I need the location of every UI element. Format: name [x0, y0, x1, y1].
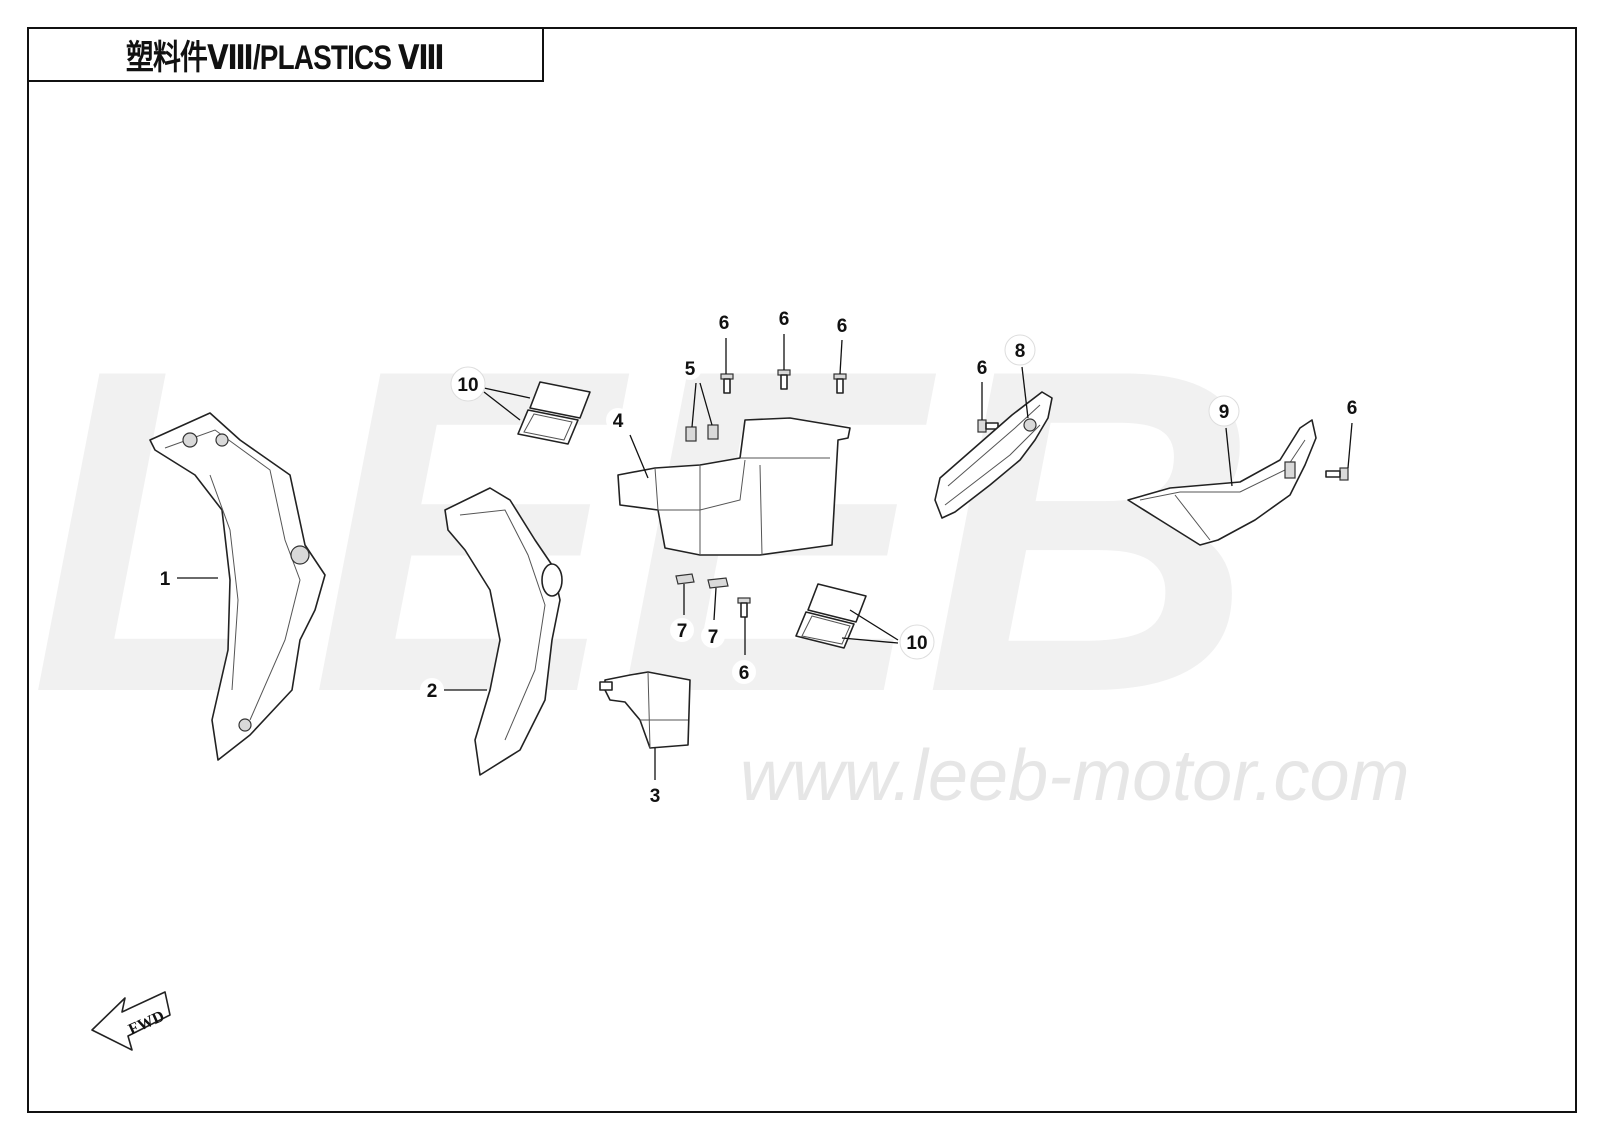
callout-10a: 10	[450, 366, 486, 402]
callout-6b: 6	[772, 306, 796, 330]
leader-lines	[177, 334, 1353, 780]
callout-9: 9	[1208, 395, 1240, 427]
svg-text:6: 6	[1347, 398, 1358, 419]
page-title: 塑料件Ⅷ/PLASTICS Ⅷ	[126, 38, 445, 77]
svg-text:6: 6	[719, 313, 730, 334]
watermark-url: www.leeb-motor.com	[740, 736, 1410, 816]
fwd-arrow: FWD	[91, 991, 171, 1051]
svg-text:5: 5	[685, 359, 696, 380]
svg-text:8: 8	[1015, 341, 1026, 362]
diagram-border	[27, 27, 1577, 1113]
callout-8: 8	[1004, 334, 1036, 366]
callout-6f: 6	[1340, 395, 1364, 419]
svg-text:6: 6	[977, 358, 988, 379]
callout-7b: 7	[701, 624, 725, 648]
part-6-screws	[720, 369, 1349, 618]
part-5-clips	[685, 424, 719, 442]
svg-text:10: 10	[906, 633, 927, 654]
callout-1: 1	[153, 566, 177, 590]
callout-7a: 7	[670, 618, 694, 642]
part-2-curved-panel	[444, 487, 563, 776]
part-3-small-box	[599, 671, 691, 749]
callout-6c: 6	[830, 313, 854, 337]
svg-text:1: 1	[160, 569, 171, 590]
part-10-labels	[517, 381, 867, 649]
part-7-pads	[675, 573, 729, 589]
callouts: 1 2 3 4 5 6 6 6 6 6 6 7 7 8 9 10 10	[153, 306, 1364, 807]
svg-text:6: 6	[739, 663, 750, 684]
callout-6a: 6	[712, 310, 736, 334]
svg-text:3: 3	[650, 786, 661, 807]
svg-text:9: 9	[1219, 402, 1230, 423]
svg-text:4: 4	[613, 411, 624, 432]
callout-6d: 6	[732, 660, 756, 684]
part-8-bracket	[934, 391, 1053, 519]
part-9-right-panel	[1127, 419, 1317, 546]
callout-5: 5	[678, 356, 702, 380]
svg-text:7: 7	[677, 621, 688, 642]
svg-text:2: 2	[427, 681, 438, 702]
svg-text:6: 6	[779, 309, 790, 330]
callout-2: 2	[420, 678, 444, 702]
callout-10b: 10	[899, 624, 935, 660]
svg-text:7: 7	[708, 627, 719, 648]
callout-3: 3	[643, 783, 667, 807]
title-box: 塑料件Ⅷ/PLASTICS Ⅷ	[28, 28, 544, 82]
part-4-tray	[617, 417, 851, 556]
part-1-left-panel	[149, 412, 326, 761]
svg-text:10: 10	[457, 375, 478, 396]
callout-6e: 6	[970, 355, 994, 379]
callout-4: 4	[606, 408, 630, 432]
svg-text:6: 6	[837, 316, 848, 337]
